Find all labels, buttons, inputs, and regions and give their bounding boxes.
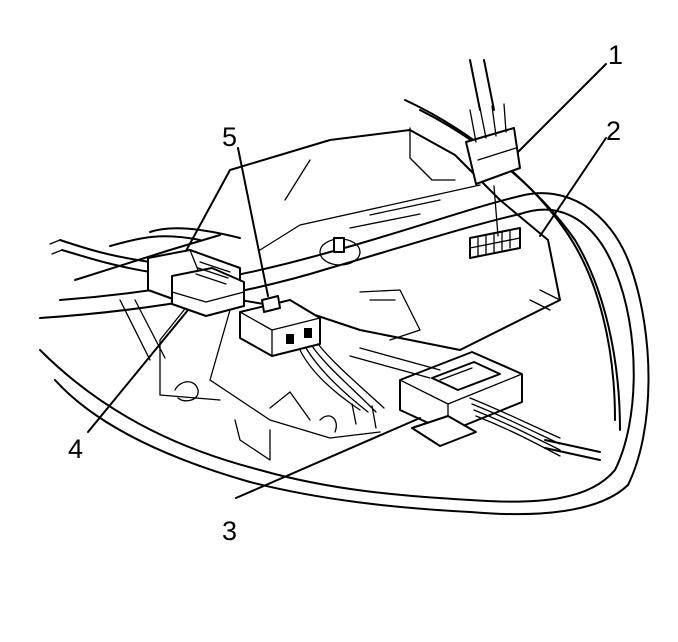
callout-labels: 1 2 3 4 5 (68, 40, 623, 546)
callout-2-label: 2 (606, 116, 621, 146)
leader-lines (87, 63, 607, 499)
left-harness (49, 227, 241, 273)
connector-1 (465, 59, 521, 237)
connector-4 (147, 249, 245, 317)
callout-5-label: 5 (222, 122, 237, 152)
lamp-module (119, 127, 561, 461)
connector-5 (239, 295, 385, 429)
callout-3-label: 3 (222, 516, 237, 546)
callout-4-label: 4 (68, 434, 83, 464)
connector-3 (349, 347, 601, 461)
callout-1-label: 1 (608, 40, 623, 70)
